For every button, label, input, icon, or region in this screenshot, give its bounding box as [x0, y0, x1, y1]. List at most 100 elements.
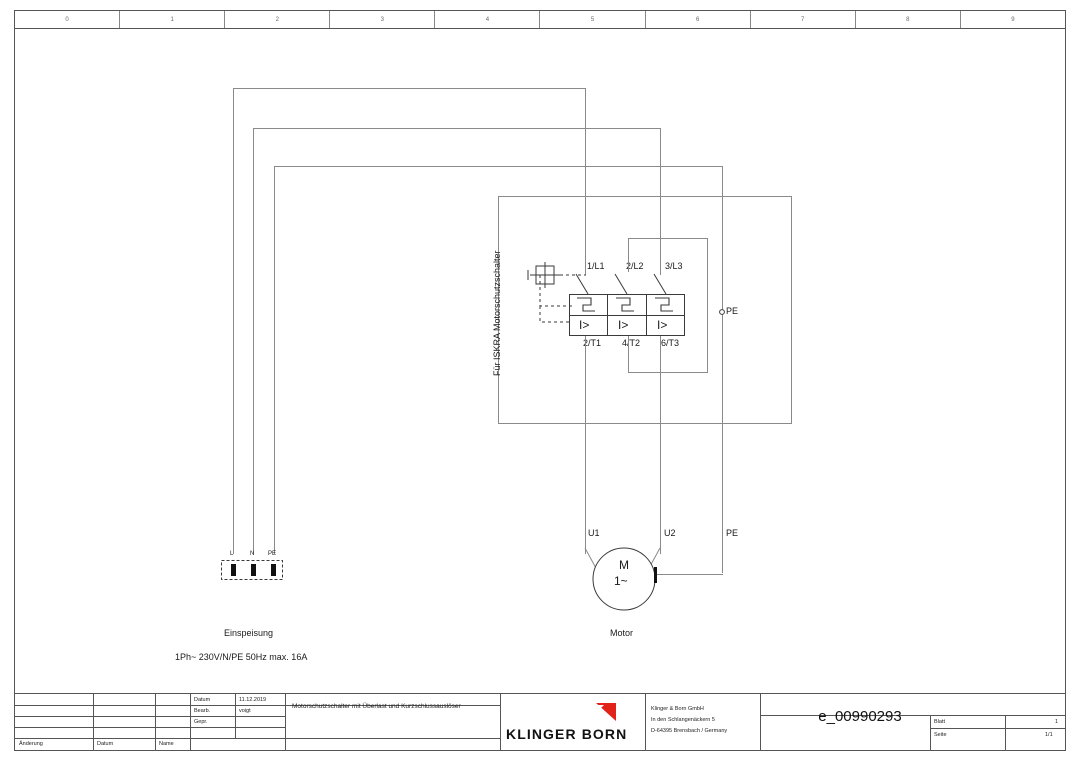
motor-caption: Motor	[610, 628, 634, 638]
wire-n-vertical-right	[660, 128, 661, 275]
company-logo-mark	[596, 703, 616, 721]
terminal-label-6T3: 6/T3	[661, 338, 680, 348]
ruler-column: 0	[15, 11, 121, 28]
jumper-l3-right	[707, 238, 708, 372]
wire-l-vertical-right	[585, 88, 586, 275]
pe-node-label: PE	[726, 306, 739, 316]
jumper-t-bottom	[628, 372, 708, 373]
ruler-column: 3	[330, 11, 436, 28]
ruler-column: 9	[1011, 16, 1015, 23]
motor-terminal-u2: U2	[664, 528, 676, 538]
breaker-enclosure	[498, 196, 792, 424]
meta-label-gepr: Gepr.	[194, 719, 208, 725]
meta-label-bearb: Bearb.	[194, 708, 211, 714]
sheet-label-seite: Seite	[934, 732, 947, 738]
wire-pe-vertical-right	[722, 166, 723, 573]
ruler-column: 7	[751, 11, 856, 28]
tb-rule	[760, 715, 1065, 716]
revision-header-name: Name	[159, 741, 174, 747]
terminal-label-4T2: 4/T2	[622, 338, 641, 348]
wire-motor-pe	[657, 574, 723, 575]
wire-pe-vertical-left	[274, 166, 275, 554]
sheet-value-seite: 1/1	[1045, 732, 1053, 738]
tb-rule	[15, 716, 285, 717]
release-symbol-pole3: I>	[657, 318, 668, 332]
wire-pe-node-drop	[722, 166, 723, 311]
tb-rule	[930, 728, 1065, 729]
ruler-column: 1	[120, 11, 226, 28]
pe-node-marker	[719, 309, 725, 315]
jumper-t2-down	[628, 336, 629, 372]
terminal-label-2L2: 2/L2	[626, 261, 644, 271]
column-ruler: 0 1 2 3 4 5 6 7 8 9	[15, 11, 1065, 29]
supply-spec: 1Ph~ 230V/N/PE 50Hz max. 16A	[175, 652, 308, 662]
supply-terminal-label-n: N	[250, 551, 255, 557]
ruler-column: 2	[225, 11, 331, 28]
meta-label-datum: Datum	[194, 697, 211, 703]
jumper-l3-left	[628, 238, 629, 272]
trip-linkage	[527, 262, 586, 323]
release-symbol-pole1: I>	[579, 318, 590, 332]
company-street: In den Schlangenäckern 5	[651, 717, 715, 723]
tb-rule	[15, 705, 285, 706]
company-logo-text: KLINGER BORN	[506, 726, 628, 742]
meta-value-datum: 11.12.2019	[239, 697, 267, 703]
ruler-column: 5	[540, 11, 646, 28]
drawing-border	[14, 10, 1066, 751]
ruler-column: 4	[435, 11, 541, 28]
tb-rule	[930, 715, 931, 751]
release-symbol-pole2: I>	[618, 318, 629, 332]
tb-rule	[500, 694, 501, 751]
breaker-switch-blades	[575, 273, 667, 295]
meta-value-bearb: voigt	[239, 708, 251, 714]
wire-n-horizontal-top	[253, 128, 661, 129]
motor-terminal-u1: U1	[588, 528, 600, 538]
supply-caption: Einspeisung	[224, 628, 274, 638]
motor-terminal-pe: PE	[726, 528, 739, 538]
company-city: D-64395 Brensbach / Germany	[651, 728, 728, 734]
wire-t2-to-motor	[660, 336, 661, 554]
terminal-label-3L3: 3/L3	[665, 261, 683, 271]
tb-rule	[285, 694, 286, 751]
company-logo: KLINGER BORN	[500, 694, 645, 751]
breaker-group-label: Für ISKRA Motorschutzschalter	[492, 250, 502, 376]
supply-terminal-label-l: L	[230, 551, 234, 557]
supply-terminal-label-pe: PE	[268, 551, 277, 557]
tb-rule	[760, 694, 761, 751]
sheet-value-blatt: 1	[1055, 719, 1059, 725]
motor-symbol-phase: 1~	[614, 574, 628, 588]
motor-symbol-letter: M	[619, 558, 629, 572]
tb-rule	[15, 738, 500, 739]
tb-rule	[1005, 715, 1006, 751]
tb-rule	[190, 694, 191, 751]
breaker-pole-divider	[607, 294, 608, 336]
breaker-row-divider	[569, 315, 685, 316]
wire-t1-to-motor	[585, 336, 586, 554]
drawing-description: Motorschutzschalter mit Überlast und Kur…	[292, 703, 461, 710]
tb-rule	[190, 705, 500, 706]
supply-terminal-block	[221, 560, 283, 580]
sheet-label-blatt: Blatt	[934, 719, 946, 725]
tb-rule	[235, 694, 236, 738]
document-number: e_00990293	[818, 708, 902, 725]
tb-rule	[155, 694, 156, 751]
ruler-column: 8	[856, 11, 961, 28]
jumper-l3-top	[628, 238, 708, 239]
ruler-column: 6	[646, 11, 751, 28]
company-name: Klinger & Born GmbH	[651, 706, 704, 712]
wire-n-vertical-left	[253, 128, 254, 554]
tb-rule	[15, 727, 285, 728]
terminal-label-2T1: 2/T1	[583, 338, 602, 348]
wire-l-vertical-left	[233, 88, 234, 554]
tb-rule	[645, 694, 646, 751]
tb-rule	[93, 694, 94, 738]
breaker-contact-hooks	[577, 297, 673, 312]
motor-earth-bar	[654, 567, 657, 583]
tb-rule	[93, 738, 94, 751]
wire-pe-horizontal-top	[274, 166, 723, 167]
wire-l-horizontal-top	[233, 88, 586, 89]
revision-header-datum: Datum	[97, 741, 114, 747]
revision-header-aenderung: Änderung	[19, 741, 43, 747]
title-block: Änderung Datum Name Datum 11.12.2019 Bea…	[15, 693, 1065, 751]
